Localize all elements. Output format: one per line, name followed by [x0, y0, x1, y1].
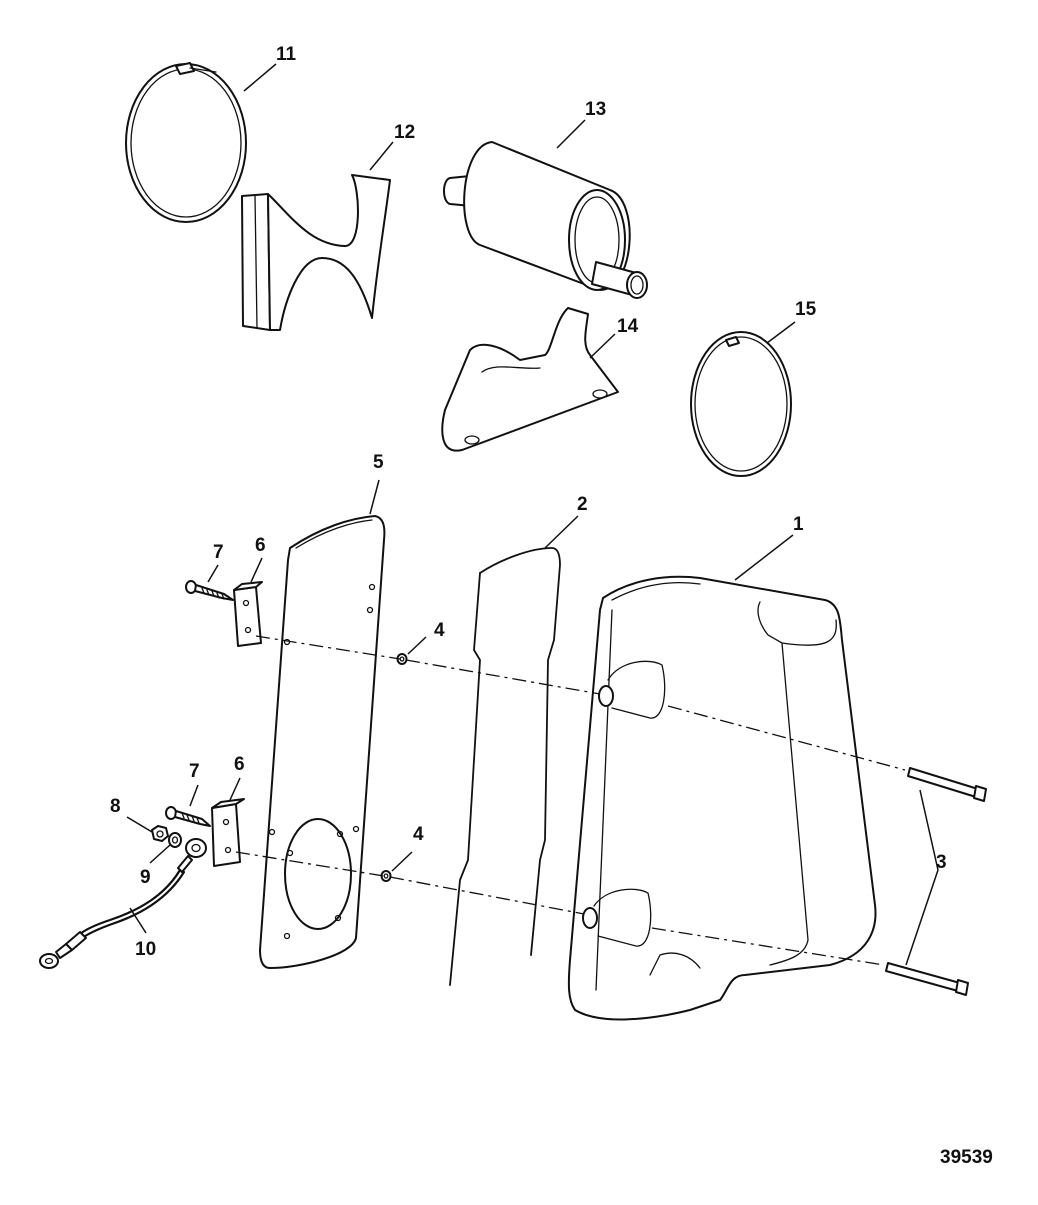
callout-13: 13 — [585, 99, 606, 120]
callout-7-lower: 7 — [189, 761, 200, 782]
muffler-bracket — [441, 307, 619, 452]
wire-seal — [449, 547, 561, 986]
ground-wire — [39, 838, 207, 969]
spacer-block-upper — [233, 581, 263, 647]
exhaust-cover-housing — [567, 575, 877, 1021]
callout-12: 12 — [394, 122, 415, 143]
callout-4-lower: 4 — [413, 824, 424, 845]
callout-7-upper: 7 — [213, 542, 224, 563]
muffler-canister — [443, 141, 648, 299]
assembly-centerlines — [235, 635, 906, 966]
hose-clamp-small — [690, 331, 792, 477]
saddle-block — [241, 174, 391, 331]
callout-11: 11 — [276, 44, 297, 65]
callout-6-upper: 6 — [255, 535, 266, 556]
callout-1: 1 — [793, 514, 804, 535]
callout-4-upper: 4 — [434, 620, 445, 641]
lock-washer — [168, 832, 182, 848]
callout-10: 10 — [135, 939, 156, 960]
bolt-lower — [885, 962, 969, 996]
spacer-block-lower — [211, 798, 245, 867]
callout-6-lower: 6 — [234, 754, 245, 775]
callout-5: 5 — [373, 452, 384, 473]
callout-2: 2 — [577, 494, 588, 515]
callout-labels: 11 12 13 14 15 5 2 1 7 6 4 7 6 8 9 4 10 … — [110, 44, 947, 960]
screw-upper — [185, 580, 234, 601]
callout-9: 9 — [140, 867, 151, 888]
gasket-plate — [259, 515, 386, 969]
callout-8: 8 — [110, 796, 121, 817]
screw-lower — [165, 806, 211, 827]
callout-3: 3 — [936, 852, 947, 873]
callout-14: 14 — [617, 316, 639, 337]
bolt-upper — [907, 767, 987, 802]
leader-lines — [126, 63, 939, 966]
callout-15: 15 — [795, 299, 817, 320]
hex-nut — [151, 825, 169, 842]
figure-id: 39539 — [940, 1147, 993, 1168]
hose-clamp-large — [125, 62, 247, 223]
